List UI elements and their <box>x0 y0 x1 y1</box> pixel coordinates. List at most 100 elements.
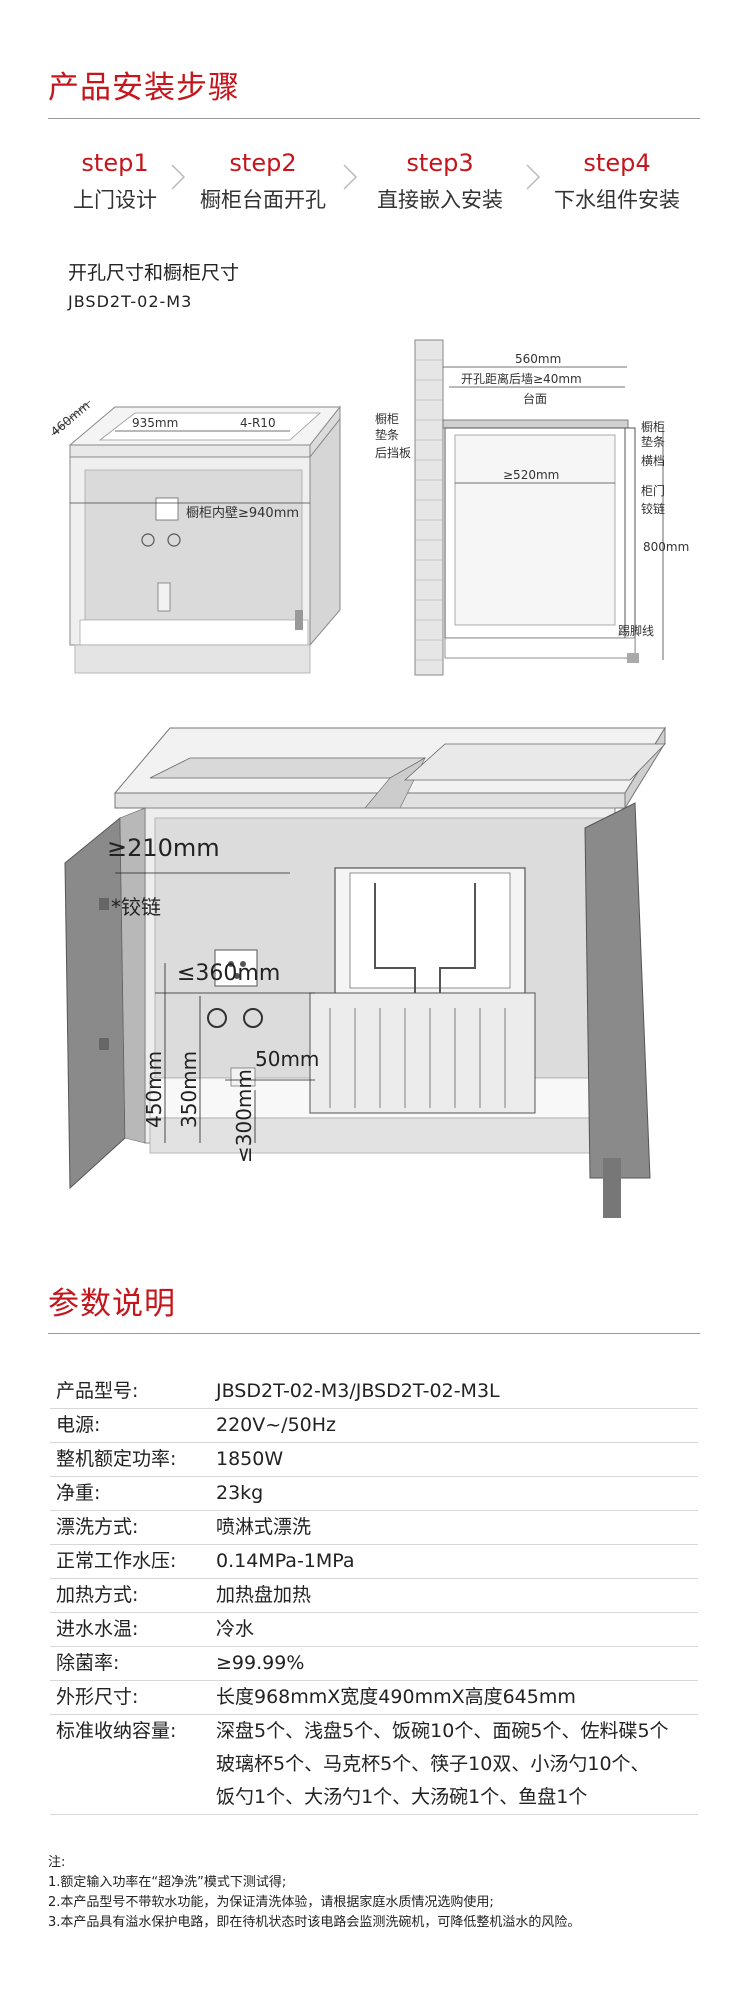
height-350-label: 350mm <box>177 1051 201 1128</box>
spec-value-line: 喷淋式漂洗 <box>216 1516 312 1538</box>
hinge-label: 铰链 <box>641 501 665 516</box>
step-1-label: 上门设计 <box>73 188 157 212</box>
height-label: 800mm <box>643 540 689 554</box>
specs-section-title: 参数说明 <box>48 1286 176 1322</box>
back-wall <box>414 339 444 676</box>
spec-value: 1850W <box>216 1443 698 1476</box>
spec-key: 标准收纳容量: <box>56 1720 177 1742</box>
height-450-label: 450mm <box>142 1051 166 1128</box>
install-steps: step1 上门设计 step2 橱柜台面开孔 step3 直接嵌入安装 ste… <box>50 148 700 218</box>
chevron-right-icon <box>526 164 541 190</box>
specs-title-divider <box>48 1333 700 1334</box>
spec-value-line: 加热盘加热 <box>216 1584 312 1606</box>
spec-row: 产品型号: JBSD2T-02-M3/JBSD2T-02-M3L <box>50 1375 698 1409</box>
countertop-label: 台面 <box>523 391 547 406</box>
step-3: step3 直接嵌入安装 <box>355 148 525 218</box>
spec-row: 加热方式: 加热盘加热 <box>50 1579 698 1613</box>
spec-value: 220V~/50Hz <box>216 1409 698 1442</box>
step-4: step4 下水组件安装 <box>532 148 702 218</box>
install-section-title: 产品安装步骤 <box>48 70 240 106</box>
step-1-number: step1 <box>81 149 149 177</box>
spec-row: 正常工作水压: 0.14MPa-1MPa <box>50 1545 698 1579</box>
spec-table: 产品型号: JBSD2T-02-M3/JBSD2T-02-M3L 电源: 220… <box>50 1375 698 1815</box>
spec-value: 23kg <box>216 1477 698 1510</box>
cabinet-pad-left-label-2: 垫条 <box>375 427 399 442</box>
spec-key: 除菌率: <box>56 1652 120 1674</box>
back-panel-label: 后挡板 <box>375 446 411 460</box>
spec-key: 外形尺寸: <box>56 1686 139 1708</box>
spec-row: 进水水温: 冷水 <box>50 1613 698 1647</box>
step-1: step1 上门设计 <box>50 148 180 218</box>
spec-row: 外形尺寸: 长度968mmX宽度490mmX高度645mm <box>50 1681 698 1715</box>
dishwasher-installed-diagram: ≥210mm *铰链 ≤360mm 50mm 450mm 350mm ≤300m… <box>64 726 666 1218</box>
footnotes: 注: 1.额定输入功率在“超净洗”模式下测试得; 2.本产品型号不带软水功能，为… <box>48 1853 708 1933</box>
spec-key: 产品型号: <box>56 1380 139 1402</box>
spec-value-line: 0.14MPa-1MPa <box>216 1550 355 1572</box>
dimensions-subheading: 开孔尺寸和橱柜尺寸 <box>68 262 240 284</box>
step-3-number: step3 <box>406 149 474 177</box>
rail-label: 横档 <box>641 454 665 468</box>
spec-key: 加热方式: <box>56 1584 139 1606</box>
cabinet-opening-diagram: 460mm 935mm 4-R10 橱柜内壁≥940mm <box>48 398 342 674</box>
door-label: 柜门 <box>641 483 665 498</box>
footnote-line: 2.本产品型号不带软水功能，为保证清洗体验，请根据家庭水质情况选购使用; <box>48 1895 494 1910</box>
chevron-right-icon <box>343 164 358 190</box>
inner-wall-label: 橱柜内壁≥940mm <box>186 505 299 521</box>
hinge-label: *铰链 <box>111 895 161 919</box>
socket-width-label: ≤360mm <box>177 961 280 986</box>
spec-row: 除菌率: ≥99.99% <box>50 1647 698 1681</box>
spec-value: ≥99.99% <box>216 1647 698 1680</box>
spec-row: 电源: 220V~/50Hz <box>50 1409 698 1443</box>
spec-row: 整机额定功率: 1850W <box>50 1443 698 1477</box>
chevron-right-icon <box>171 164 186 190</box>
kickboard-label: 踢脚线 <box>618 623 654 638</box>
top-clearance-label: ≥210mm <box>107 834 220 862</box>
spec-row: 标准收纳容量: 深盘5个、浅盘5个、饭碗10个、面碗5个、佐料碟5个 玻璃杯5个… <box>50 1715 698 1815</box>
spec-key: 正常工作水压: <box>56 1550 177 1572</box>
spec-row: 净重: 23kg <box>50 1477 698 1511</box>
spec-value: 喷淋式漂洗 <box>216 1511 698 1544</box>
model-code: JBSD2T-02-M3 <box>68 292 193 311</box>
spec-key: 漂洗方式: <box>56 1516 139 1538</box>
spec-value-line: 冷水 <box>216 1618 255 1640</box>
step-2-label: 橱柜台面开孔 <box>200 188 326 212</box>
step-2: step2 橱柜台面开孔 <box>178 148 348 218</box>
spec-value: 加热盘加热 <box>216 1579 698 1612</box>
cabinet-pad-right-label-2: 垫条 <box>641 434 665 449</box>
spec-value-line: 长度968mmX宽度490mmX高度645mm <box>216 1686 576 1708</box>
radius-label: 4-R10 <box>240 416 276 430</box>
spec-value-line: 220V~/50Hz <box>216 1414 337 1436</box>
step-4-number: step4 <box>583 149 651 177</box>
footnote-line: 3.本产品具有溢水保护电路，即在待机状态时该电路会监测洗碗机，可降低整机溢水的风… <box>48 1915 581 1930</box>
footnote-line: 1.额定输入功率在“超净洗”模式下测试得; <box>48 1875 287 1890</box>
total-depth-label: 560mm <box>515 352 561 366</box>
spec-value-line: 玻璃杯5个、马克杯5个、筷子10双、小汤勺10个、 <box>216 1753 650 1775</box>
install-title-divider <box>48 118 700 119</box>
spec-value-line: 1850W <box>216 1448 284 1470</box>
spec-key: 净重: <box>56 1482 101 1504</box>
spec-key: 电源: <box>56 1414 101 1436</box>
drain-offset-label: 50mm <box>255 1047 319 1071</box>
spec-value-line: 23kg <box>216 1482 264 1504</box>
spec-value: 0.14MPa-1MPa <box>216 1545 698 1578</box>
spec-value: 冷水 <box>216 1613 698 1646</box>
spec-key: 整机额定功率: <box>56 1448 177 1470</box>
spec-value: 长度968mmX宽度490mmX高度645mm <box>216 1681 698 1714</box>
cabinet-pad-right-label: 橱柜 <box>641 420 665 434</box>
spec-value-line: JBSD2T-02-M3/JBSD2T-02-M3L <box>216 1380 500 1402</box>
cabinet-section-diagram: 560mm 开孔距离后墙≥40mm 台面 橱柜 垫条 后挡板 ≥520mm 橱柜… <box>375 339 689 676</box>
spec-value-line: 深盘5个、浅盘5个、饭碗10个、面碗5个、佐料碟5个 <box>216 1720 669 1742</box>
spec-value-line: 饭勺1个、大汤勺1个、大汤碗1个、鱼盘1个 <box>216 1786 588 1808</box>
step-2-number: step2 <box>229 149 297 177</box>
hole-distance-label: 开孔距离后墙≥40mm <box>461 371 582 386</box>
spec-row: 漂洗方式: 喷淋式漂洗 <box>50 1511 698 1545</box>
inner-depth-label: ≥520mm <box>503 468 559 482</box>
step-3-label: 直接嵌入安装 <box>377 188 503 212</box>
spec-value: JBSD2T-02-M3/JBSD2T-02-M3L <box>216 1375 698 1408</box>
height-300-label: ≤300mm <box>232 1069 256 1163</box>
spec-key: 进水水温: <box>56 1618 139 1640</box>
step-4-label: 下水组件安装 <box>554 188 680 212</box>
cabinet-pad-left-label: 橱柜 <box>375 412 399 426</box>
footnote-heading: 注: <box>48 1855 66 1870</box>
width-label: 935mm <box>132 416 178 430</box>
